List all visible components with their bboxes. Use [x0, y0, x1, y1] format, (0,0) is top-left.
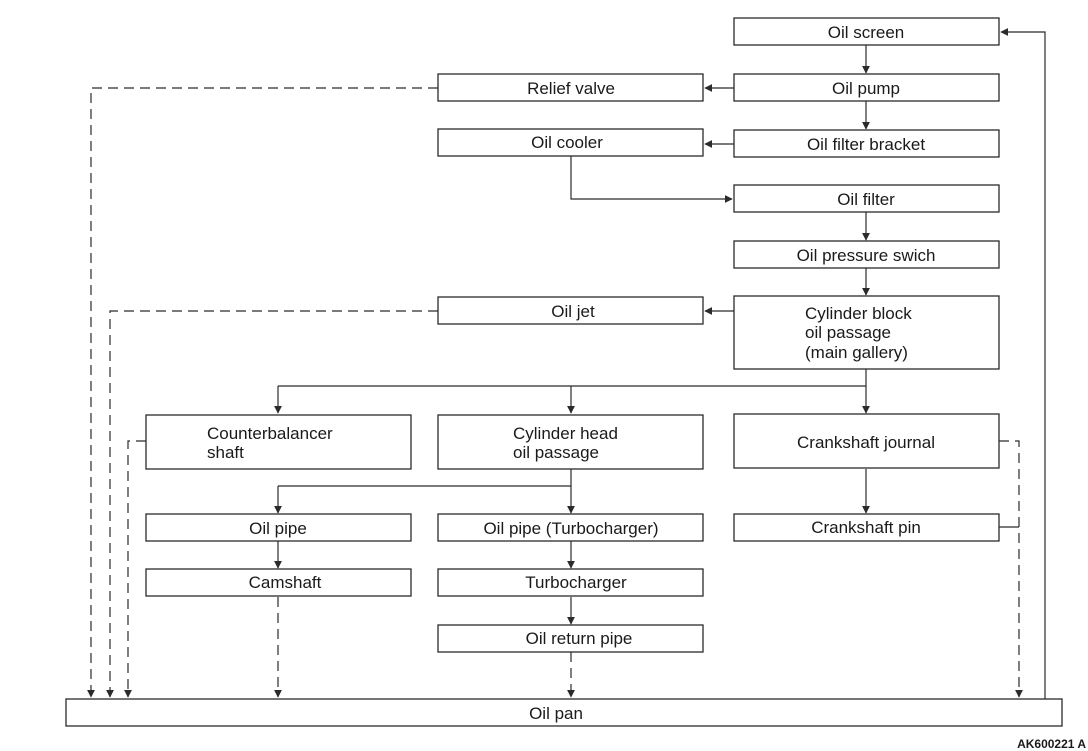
node-cylinder-block-oil-passage: Cylinder block oil passage (main gallery… [733, 295, 1000, 370]
node-label-line: Camshaft [249, 573, 322, 592]
node-oil-pan: Oil pan [65, 698, 1063, 727]
arrow-oil-cooler-to-oil-filter [570, 156, 733, 203]
svg-text:Cylinder head: Cylinder head [513, 424, 618, 443]
svg-text:Oil pump: Oil pump [832, 79, 900, 98]
node-oil-pipe: Oil pipe [145, 513, 412, 542]
node-counterbalancer-shaft: Counterbalancer shaft [145, 414, 412, 470]
svg-text:(main gallery): (main gallery) [805, 343, 908, 362]
svg-text:oil passage: oil passage [513, 443, 599, 462]
node-label-line: Relief valve [527, 79, 615, 98]
figure-code: AK600221 A [1017, 737, 1086, 751]
node-label-line: Oil screen [828, 23, 905, 42]
node-label-line: Oil return pipe [526, 629, 633, 648]
node-oil-cooler: Oil cooler [437, 128, 704, 157]
drain-crankshaft-journal-to-oil-pan [999, 440, 1023, 698]
svg-text:Oil pipe (Turbocharger): Oil pipe (Turbocharger) [483, 519, 658, 538]
node-camshaft: Camshaft [145, 568, 412, 597]
node-oil-jet: Oil jet [437, 296, 704, 325]
node-label-line: Oil pressure swich [797, 246, 936, 265]
svg-text:Oil filter: Oil filter [837, 190, 895, 209]
connectors [87, 28, 1046, 699]
svg-text:Oil cooler: Oil cooler [531, 133, 603, 152]
svg-text:Counterbalancer: Counterbalancer [207, 424, 333, 443]
svg-text:Oil filter bracket: Oil filter bracket [807, 135, 925, 154]
line-cylinder-head-branch [278, 469, 572, 487]
node-label-line: Turbocharger [525, 573, 627, 592]
node-label-line: Counterbalancer [207, 424, 333, 443]
node-label-line: oil passage [513, 443, 599, 462]
svg-text:Oil pipe: Oil pipe [249, 519, 307, 538]
node-oil-return-pipe: Oil return pipe [437, 624, 704, 653]
node-oil-screen: Oil screen [733, 17, 1000, 46]
svg-text:Camshaft: Camshaft [249, 573, 322, 592]
line-cylinder-block-branch [278, 369, 867, 387]
node-oil-pressure-switch: Oil pressure swich [733, 240, 1000, 269]
drain-counterbalancer-to-oil-pan [124, 440, 146, 698]
svg-text:Oil jet: Oil jet [551, 302, 595, 321]
node-label-line: Oil pipe [249, 519, 307, 538]
node-oil-filter: Oil filter [733, 184, 1000, 213]
node-label-line: Oil filter bracket [807, 135, 925, 154]
arrow-oil-pan-return-to-oil-screen [1000, 28, 1046, 699]
node-label-line: Cylinder block [805, 304, 912, 323]
svg-text:Crankshaft pin: Crankshaft pin [811, 518, 921, 537]
node-label-line: shaft [207, 443, 244, 462]
node-cylinder-head-oil-passage: Cylinder head oil passage [437, 414, 704, 470]
node-turbocharger: Turbocharger [437, 568, 704, 597]
svg-text:Cylinder block: Cylinder block [805, 304, 912, 323]
svg-text:Oil return pipe: Oil return pipe [526, 629, 633, 648]
node-label-line: Oil pan [529, 704, 583, 723]
node-label-line: (main gallery) [805, 343, 908, 362]
node-oil-pump: Oil pump [733, 73, 1000, 102]
node-crankshaft-pin: Crankshaft pin [733, 513, 1000, 542]
node-label-line: Oil pipe (Turbocharger) [483, 519, 658, 538]
svg-text:Turbocharger: Turbocharger [525, 573, 627, 592]
svg-text:shaft: shaft [207, 443, 244, 462]
svg-text:Oil pan: Oil pan [529, 704, 583, 723]
svg-text:Oil screen: Oil screen [828, 23, 905, 42]
node-crankshaft-journal: Crankshaft journal [733, 413, 1000, 469]
node-label-line: Oil filter [837, 190, 895, 209]
node-label-line: Oil pump [832, 79, 900, 98]
node-label-line: Cylinder head [513, 424, 618, 443]
node-label-line: Oil cooler [531, 133, 603, 152]
node-label-line: Crankshaft pin [811, 518, 921, 537]
node-relief-valve: Relief valve [437, 73, 704, 102]
svg-text:oil passage: oil passage [805, 323, 891, 342]
drain-relief-valve-to-oil-pan [87, 87, 438, 698]
node-label-line: Oil jet [551, 302, 595, 321]
node-oil-filter-bracket: Oil filter bracket [733, 129, 1000, 158]
svg-text:Oil pressure swich: Oil pressure swich [797, 246, 936, 265]
node-oil-pipe-turbocharger: Oil pipe (Turbocharger) [437, 513, 704, 542]
svg-text:Crankshaft journal: Crankshaft journal [797, 433, 935, 452]
drain-oil-jet-to-oil-pan [106, 310, 438, 698]
node-label-line: Crankshaft journal [797, 433, 935, 452]
svg-text:Relief valve: Relief valve [527, 79, 615, 98]
node-label-line: oil passage [805, 323, 891, 342]
